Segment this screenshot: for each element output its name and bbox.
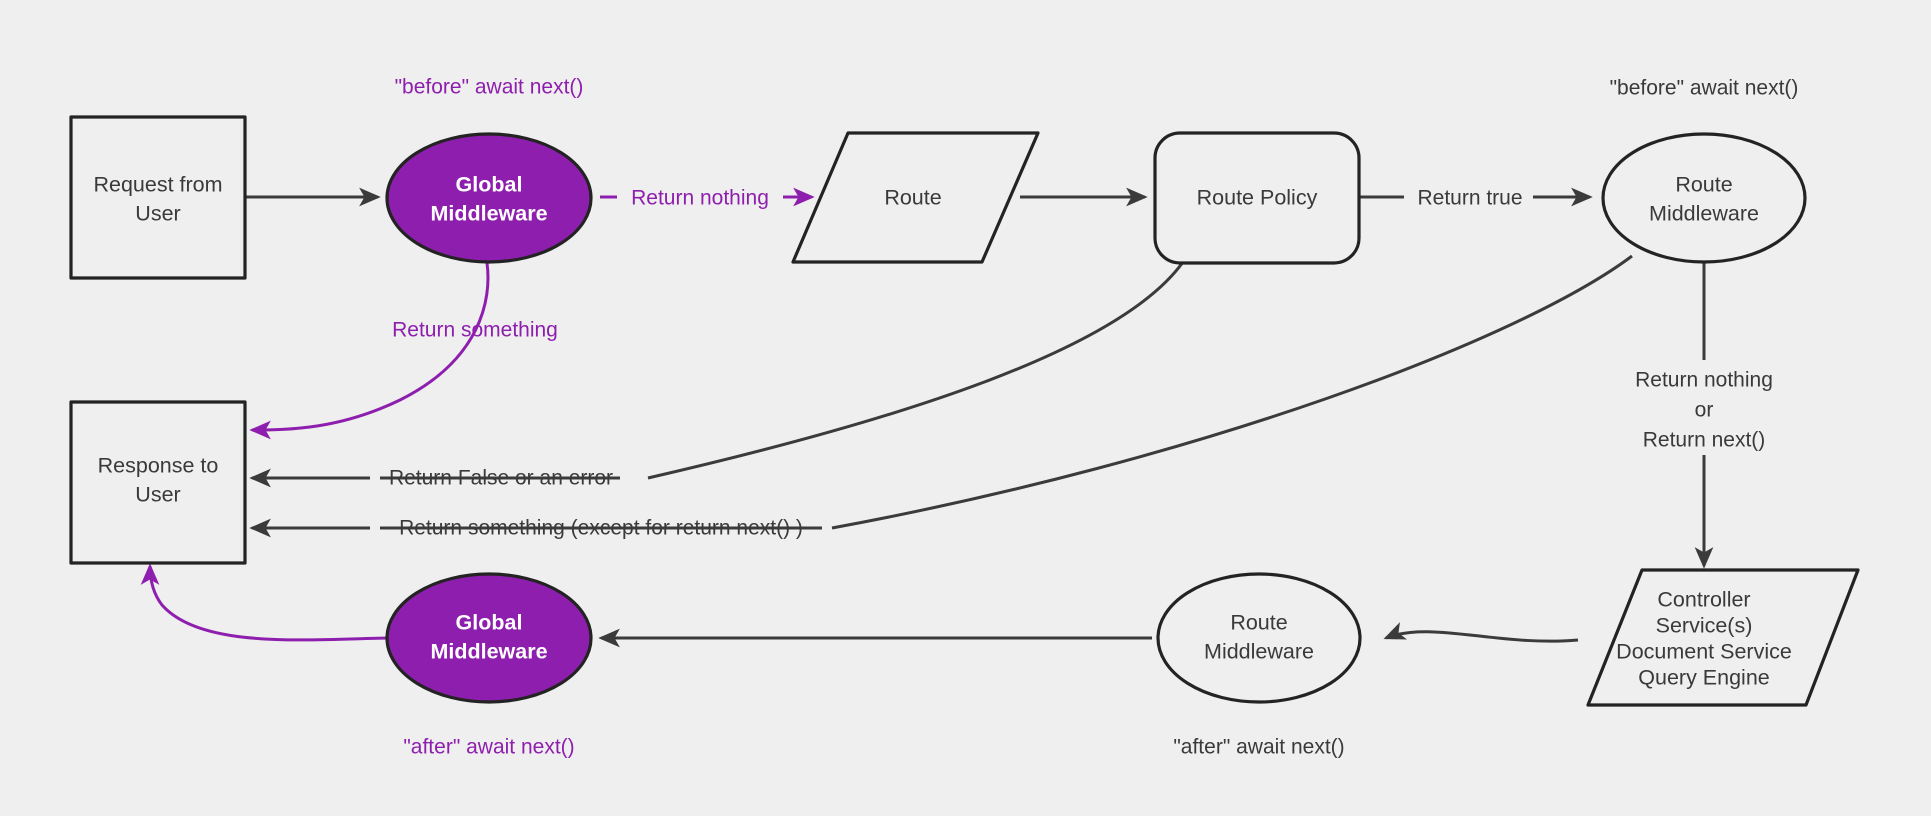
edge-label-return-false-or-error: Return False or an error — [389, 467, 613, 490]
node-route-middleware-after[interactable]: Route Middleware — [1156, 572, 1362, 704]
annotation-after-await-next-route: "after" await next() — [1173, 736, 1344, 759]
global-middleware-before-label-line2: Middleware — [430, 202, 547, 226]
route-label: Route — [884, 186, 941, 210]
node-request-from-user[interactable]: Request from User — [69, 115, 247, 280]
node-route-middleware-before[interactable]: Route Middleware — [1601, 132, 1807, 264]
edge-label-return-true: Return true — [1417, 187, 1522, 210]
response-to-user-label-line1: Response to — [98, 454, 219, 478]
route-policy-box[interactable] — [1153, 131, 1361, 265]
annotation-after-await-next-global: "after" await next() — [403, 736, 574, 759]
route-middleware-after-label-line2: Middleware — [1204, 640, 1314, 664]
controller-stack-label-line4: Query Engine — [1638, 666, 1769, 690]
node-response-to-user[interactable]: Response to User — [69, 400, 247, 565]
request-from-user-label-line2: User — [135, 202, 180, 226]
global-middleware-before-label-line1: Global — [456, 173, 523, 197]
route-policy-label: Route Policy — [1197, 186, 1318, 210]
global-middleware-after-label-line2: Middleware — [430, 640, 547, 664]
edge-label-return-nothing: Return nothing — [631, 187, 769, 210]
annotation-before-await-next-global: "before" await next() — [395, 76, 584, 99]
edge-route-policy-to-response-curve — [647, 261, 1185, 480]
controller-stack-label-line2: Service(s) — [1656, 614, 1753, 638]
global-middleware-after-ellipse[interactable] — [385, 572, 593, 704]
controller-stack-label-line1: Controller — [1657, 588, 1750, 612]
route-middleware-after-label-line1: Route — [1230, 611, 1287, 635]
edge-route-middleware-to-response-curve — [831, 254, 1633, 530]
node-global-middleware-before[interactable]: Global Middleware — [385, 132, 593, 264]
node-controller-stack[interactable]: Controller Service(s) Document Service Q… — [1586, 568, 1860, 707]
controller-stack-label-line3: Document Service — [1616, 640, 1792, 664]
route-middleware-after-ellipse[interactable] — [1156, 572, 1362, 704]
edge-label-return-something-except-next: Return something (except for return next… — [399, 517, 803, 540]
node-route-policy[interactable]: Route Policy — [1153, 131, 1361, 265]
edge-label-return-nothing-or-next-line3: Return next() — [1643, 429, 1766, 452]
route-parallelogram[interactable] — [791, 131, 1040, 264]
global-middleware-before-ellipse[interactable] — [385, 132, 593, 264]
edge-label-return-nothing-or-next-line2: or — [1695, 399, 1714, 422]
response-to-user-label-line2: User — [135, 483, 180, 507]
edge-label-return-something: Return something — [392, 319, 558, 342]
controller-stack-parallelogram[interactable] — [1586, 568, 1860, 707]
edge-label-return-nothing-or-next-line1: Return nothing — [1635, 369, 1773, 392]
node-route[interactable]: Route — [791, 131, 1040, 264]
edge-controller-to-route-middleware-after — [1383, 622, 1579, 643]
edge-global-middleware-after-to-response — [140, 563, 388, 642]
node-global-middleware-after[interactable]: Global Middleware — [385, 572, 593, 704]
edge-global-middleware-to-response — [249, 262, 490, 440]
global-middleware-after-label-line1: Global — [456, 611, 523, 635]
response-to-user-box[interactable] — [69, 400, 247, 565]
route-middleware-before-label-line1: Route — [1675, 173, 1732, 197]
request-from-user-box[interactable] — [69, 115, 247, 280]
request-from-user-label-line1: Request from — [93, 173, 222, 197]
route-middleware-before-label-line2: Middleware — [1649, 202, 1759, 226]
annotation-before-await-next-route: "before" await next() — [1610, 77, 1799, 100]
route-middleware-before-ellipse[interactable] — [1601, 132, 1807, 264]
